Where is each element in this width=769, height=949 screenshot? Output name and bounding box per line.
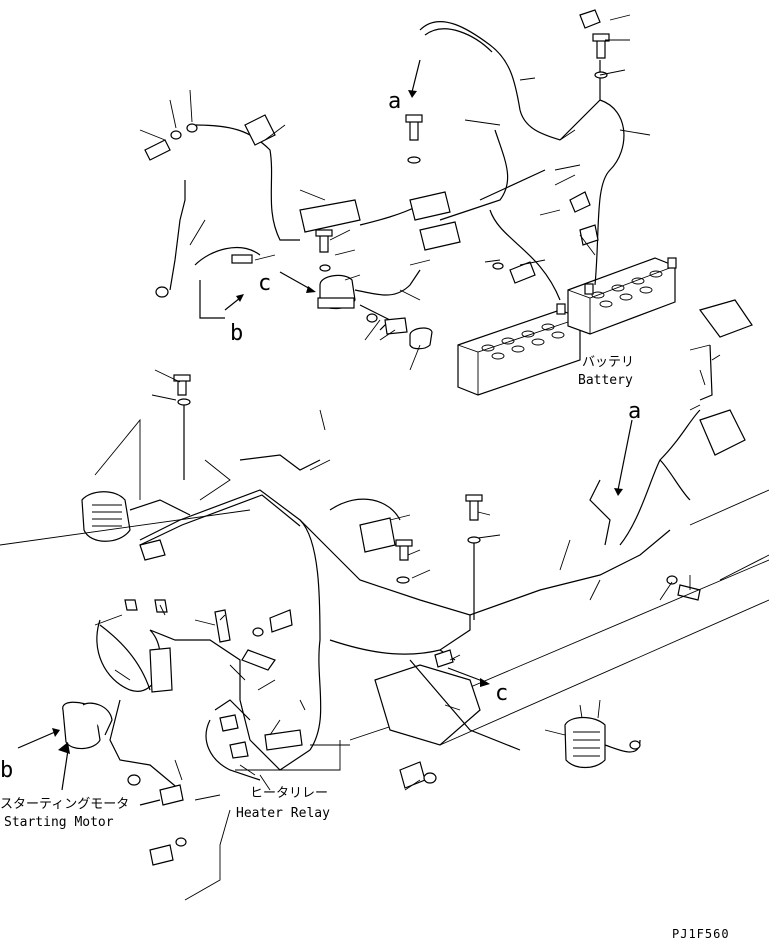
starting-motor-label-en: Starting Motor [4, 815, 114, 830]
heater-relay-label-jp: ヒータリレー [250, 786, 328, 801]
relay-assembly [139, 89, 461, 371]
label-c-lower: c [495, 681, 508, 706]
label-b-left: b [0, 758, 13, 783]
wiring-harness [0, 299, 769, 751]
label-b-upper: b [230, 321, 243, 346]
battery-label-en: Battery [578, 373, 633, 388]
battery-assembly [405, 9, 677, 396]
drawing-code: PJ1F560 [672, 927, 730, 941]
label-a-top: a [388, 89, 401, 114]
engine-harness [17, 599, 641, 901]
battery-label-jp: バッテリ [582, 355, 634, 370]
label-c-left: c [258, 271, 271, 296]
heater-relay-label-en: Heater Relay [236, 806, 330, 821]
label-a-right: a [628, 399, 641, 424]
starting-motor-label-jp: スターティングモータ [0, 797, 129, 812]
